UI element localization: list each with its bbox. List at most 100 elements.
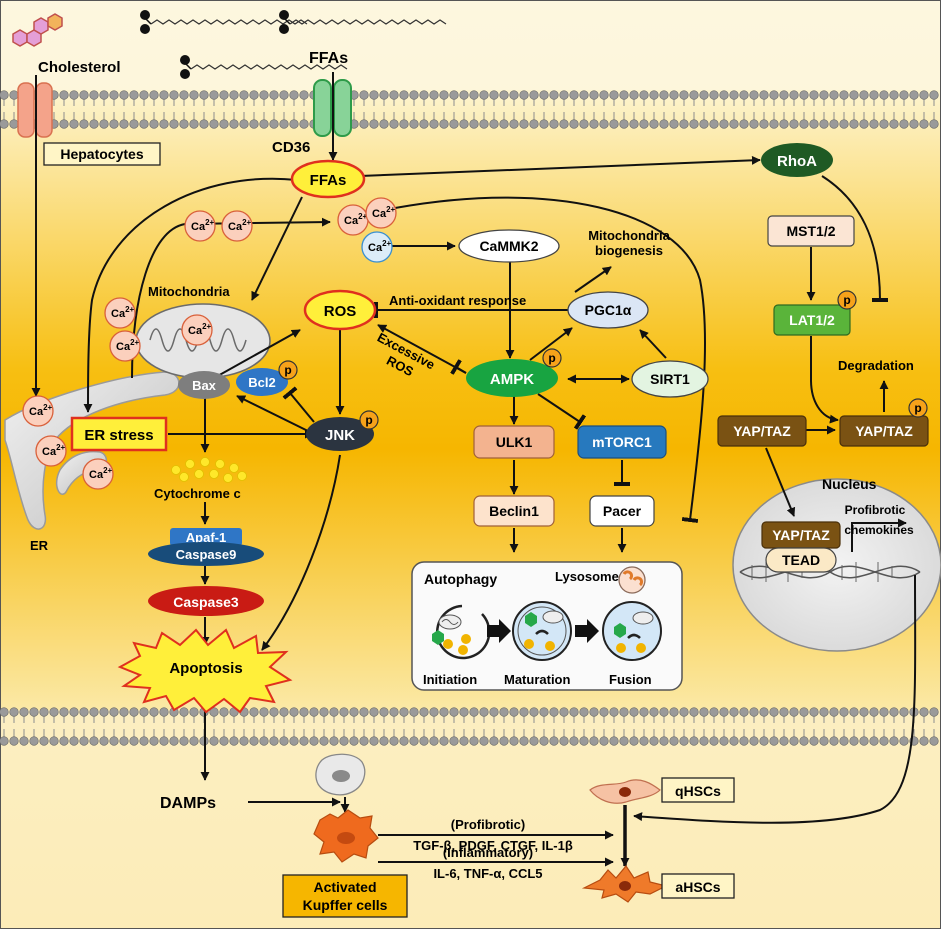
- pathway-arrows: [31, 72, 917, 867]
- mtorc1-label: mTORC1: [592, 434, 652, 450]
- mitochondria-label: Mitochondria: [148, 284, 230, 299]
- ahscs-label-box: [661, 873, 735, 899]
- ros-node: [303, 289, 377, 331]
- ulk1-label: ULK1: [496, 434, 533, 450]
- lysosome-label: Lysosome: [555, 569, 619, 584]
- beclin1-node: [473, 495, 555, 527]
- cytochrome-c-molecules: [171, 457, 247, 483]
- calcium-ion-icon: Ca2+: [109, 330, 141, 362]
- fatty-acid-icon: [279, 10, 447, 34]
- mitochondria-biogenesis-line2: biogenesis: [595, 243, 663, 258]
- autophagy-label: Autophagy: [424, 571, 497, 587]
- activated-kupffer-line1: Activated: [313, 879, 376, 895]
- camkk2-node: [458, 229, 560, 263]
- yaptaz-node: [717, 415, 807, 447]
- hepatocytes-label-box: [43, 142, 161, 166]
- phosphate-badge-icon: p: [278, 360, 298, 380]
- fatty-acid-icon: [180, 55, 348, 79]
- sirt1-node: [631, 360, 709, 398]
- caspase3-label: Caspase3: [173, 594, 239, 610]
- yaptaz-label: YAP/TAZ: [733, 423, 791, 439]
- qhscs-label-box: [661, 777, 735, 803]
- arrow-ampk-to-pgc1a: [529, 327, 573, 361]
- apoptosis-label: Apoptosis: [169, 660, 242, 677]
- ffas-node: [290, 159, 366, 199]
- mtorc1-node: [577, 425, 667, 459]
- er-stress-label: ER stress: [84, 427, 153, 444]
- arrow-yaptaz-to-nucleus: [765, 447, 796, 517]
- phosphate-label: p: [284, 363, 291, 377]
- cd36-label: CD36: [272, 139, 310, 156]
- fatty-acid-icon: [140, 10, 308, 34]
- ampk-node: [466, 359, 558, 397]
- caspase3-node: [148, 586, 264, 616]
- arrow-ffas-to-rhoa: [359, 155, 761, 177]
- arrow-ffas-to-er-stress: [83, 177, 298, 413]
- arrow-chemokines-to-hscs: [633, 574, 917, 824]
- cholesterol-molecule-icon: [12, 13, 63, 47]
- phosphate-label: p: [548, 351, 555, 365]
- phosphorylation-badges: p p p p p: [278, 290, 928, 430]
- phosphate-badge-icon: p: [542, 348, 562, 368]
- pacer-node: [589, 495, 655, 527]
- calcium-ion-icon: Ca2+: [35, 435, 67, 467]
- ampk-label: AMPK: [490, 371, 534, 388]
- calcium-ion-icon: Ca2+: [361, 231, 393, 263]
- tead-label: TEAD: [782, 552, 820, 568]
- phosphate-label: p: [914, 401, 921, 415]
- free-fatty-acid-molecules: [140, 10, 447, 79]
- inflammatory-label: (Inflammatory): [443, 845, 533, 860]
- apaf1-label: Apaf-1: [186, 530, 226, 545]
- calcium-ion-icon: Ca2+: [104, 297, 136, 329]
- phospho-yaptaz-label: YAP/TAZ: [855, 423, 913, 439]
- bcl2-label: Bcl2: [248, 375, 275, 390]
- arrow-sirt1-to-pgc1a: [639, 329, 667, 359]
- calcium-ions: Ca2+Ca2+Ca2+Ca2+Ca2+Ca2+Ca2+Ca2+Ca2+Ca2+…: [22, 197, 397, 490]
- apaf1-node: [170, 528, 242, 546]
- degradation-label: Degradation: [838, 358, 914, 373]
- profibrotic-chemokines-line2: chemokines: [844, 523, 914, 537]
- initiation-label: Initiation: [423, 672, 477, 687]
- jnk-label: JNK: [325, 427, 355, 444]
- phosphate-badge-icon: p: [908, 398, 928, 418]
- phosphate-label: p: [365, 413, 372, 427]
- camkk2-label: CaMMK2: [479, 238, 538, 254]
- phagophore-initiation-icon: [432, 604, 491, 660]
- lysosome-icon: [618, 566, 646, 594]
- arrow-tead-to-chemokines: [851, 518, 907, 552]
- phosphate-label: p: [843, 293, 850, 307]
- lat12-node: [773, 304, 851, 336]
- pgc1a-label: PGC1α: [585, 302, 632, 318]
- ulk1-node: [473, 425, 555, 459]
- qhscs-label: qHSCs: [675, 783, 721, 799]
- tead-node: [765, 547, 837, 573]
- inhibit-jnk-to-bcl2: [282, 386, 315, 423]
- activated-kupffer-cell-icon: [313, 809, 379, 863]
- calcium-ion-icon: Ca2+: [22, 395, 54, 427]
- profibrotic-cytokines: TGF-β, PDGF, CTGF, IL-1β: [413, 838, 573, 853]
- inhibit-ampk-to-mtorc1: [537, 393, 587, 430]
- damps-label: DAMPs: [160, 795, 216, 812]
- nucleus: [732, 478, 941, 652]
- bax-label: Bax: [192, 378, 217, 393]
- inhibit-rhoa-to-lat: [821, 175, 889, 303]
- activated-hsc-icon: [581, 864, 668, 903]
- arrow-jnk-to-apoptosis: [261, 454, 341, 651]
- arrow-jnk-to-bax: [236, 395, 311, 433]
- phosphate-badge-icon: p: [837, 290, 857, 310]
- nucleus-label: Nucleus: [822, 476, 877, 492]
- ahscs-label: aHSCs: [675, 879, 720, 895]
- activated-kupffer-line2: Kupffer cells: [303, 897, 388, 913]
- pgc1a-node: [567, 291, 649, 329]
- quiescent-hsc-icon: [589, 779, 661, 804]
- cytochrome-c-label: Cytochrome c: [154, 486, 241, 501]
- maturation-label: Maturation: [504, 672, 571, 687]
- arrow-ffas-to-mitochondria: [251, 196, 303, 301]
- arrow-maturation-to-fusion-icon: [575, 619, 599, 643]
- caspase9-node: [148, 542, 264, 566]
- jnk-node: [306, 417, 374, 451]
- calcium-ion-icon: Ca2+: [181, 314, 213, 346]
- calcium-ion-icon: Ca2+: [221, 210, 253, 242]
